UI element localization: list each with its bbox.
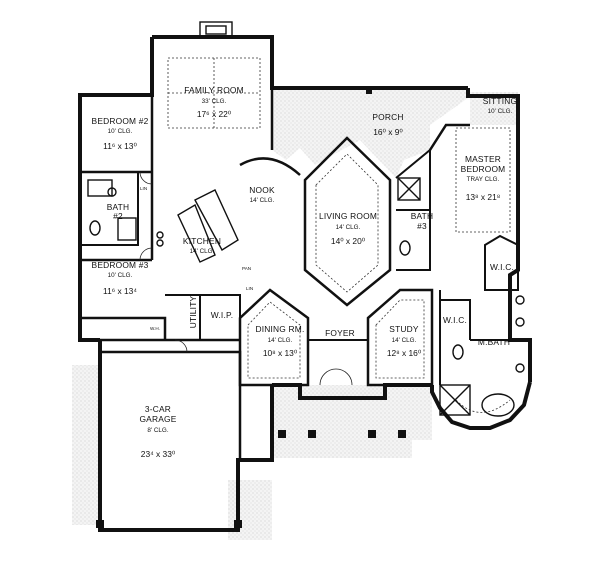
room-wic-2: W.I.C. [443,315,467,325]
room-sitting: SITTING 10' CLG. [483,96,517,115]
porch-stipple [72,88,518,540]
wic-2-name: W.I.C. [443,315,467,325]
nook-ceiling: 14' CLG. [250,197,275,204]
family-room-name: FAMILY ROOM [184,85,244,95]
kitchen-island [156,189,239,263]
master-ceiling: TRAY CLG. [467,176,500,183]
room-bath-3: BATH #3 [411,211,434,231]
garage-ceiling: 8' CLG. [147,427,168,434]
room-family: FAMILY ROOM 33' CLG. 17⁶ x 22⁰ [184,85,244,119]
bedroom-3-ceiling: 10' CLG. [108,272,133,279]
linen-label-1: LIN [140,186,147,191]
room-bedroom-2: BEDROOM #2 10' CLG. 11⁶ x 13⁰ [92,116,149,151]
garage-name-line1: 3-CAR [145,404,171,414]
dining-ceiling: 14' CLG. [268,337,293,344]
bedroom-3-name: BEDROOM #3 [92,260,149,270]
ceiling-outlines [167,57,511,413]
porch-size: 16⁰ x 9⁰ [373,127,403,137]
doors [139,171,353,386]
master-name-line2: BEDROOM [461,164,506,174]
master-bath-name: M.BATH [478,337,510,347]
room-master-bedroom: MASTER BEDROOM TRAY CLG. 13⁸ x 21⁸ [461,154,506,202]
bedroom-3-size: 11⁶ x 13⁴ [103,286,137,296]
bath-3-number: #3 [417,221,427,231]
room-utility: UTILITY [188,295,198,328]
bath-2-number: #2 [113,211,123,221]
living-size: 14⁰ x 20⁰ [331,236,365,246]
pantry-label: PAN [242,266,251,271]
room-foyer: FOYER [325,328,355,338]
room-study: STUDY 14' CLG. 12⁸ x 16⁰ [387,324,421,358]
dining-name: DINING RM. [256,324,305,334]
living-ceiling: 14' CLG. [336,224,361,231]
linen-label-2: LIN [246,286,253,291]
study-name: STUDY [389,324,419,334]
bedroom-2-size: 11⁶ x 13⁰ [103,141,137,151]
kitchen-name: KITCHEN [183,236,221,246]
interior-walls [80,88,519,460]
bath-3-name: BATH [411,211,434,221]
study-size: 12⁸ x 16⁰ [387,348,421,358]
utility-name: UTILITY [188,295,198,328]
room-living: LIVING ROOM 14' CLG. 14⁰ x 20⁰ [319,211,377,246]
living-name: LIVING ROOM [319,211,377,221]
room-bedroom-3: BEDROOM #3 10' CLG. 11⁶ x 13⁴ [92,260,149,296]
room-nook: NOOK 14' CLG. [249,185,275,204]
sitting-ceiling: 10' CLG. [488,108,513,115]
master-size: 13⁸ x 21⁸ [466,192,501,202]
wic-1-name: W.I.C. [490,262,514,272]
nook-name: NOOK [249,185,275,195]
foyer-name: FOYER [325,328,355,338]
garage-size: 23⁴ x 33⁰ [141,449,175,459]
room-master-bath: M.BATH [478,337,510,347]
dining-size: 10⁸ x 13⁰ [263,348,297,358]
front-columns [278,88,406,438]
family-room-ceiling: 33' CLG. [202,98,227,105]
family-room-size: 17⁶ x 22⁰ [197,109,231,119]
master-name-line1: MASTER [465,154,501,164]
water-heater-label: W.H. [150,326,160,331]
garage-posts [96,520,242,528]
room-porch: PORCH 16⁰ x 9⁰ [372,112,403,137]
bedroom-2-name: BEDROOM #2 [92,116,149,126]
chimney [199,21,233,38]
garage-name-line2: GARAGE [139,414,176,424]
bath-fixtures [87,177,525,417]
room-dining: DINING RM. 14' CLG. 10⁸ x 13⁰ [256,324,305,358]
room-garage: 3-CAR GARAGE 8' CLG. 23⁴ x 33⁰ [139,404,176,459]
room-wip: W.I.P. [211,310,233,320]
wip-name: W.I.P. [211,310,233,320]
bath-2-name: BATH [107,202,130,212]
porch-name: PORCH [372,112,403,122]
kitchen-ceiling: 14' CLG. [190,248,215,255]
room-bath-2: BATH #2 [107,202,130,221]
sitting-name: SITTING [483,96,517,106]
room-wic-1: W.I.C. [490,262,514,272]
room-kitchen: KITCHEN 14' CLG. [183,236,221,255]
study-ceiling: 14' CLG. [392,337,417,344]
bedroom-2-ceiling: 10' CLG. [108,128,133,135]
